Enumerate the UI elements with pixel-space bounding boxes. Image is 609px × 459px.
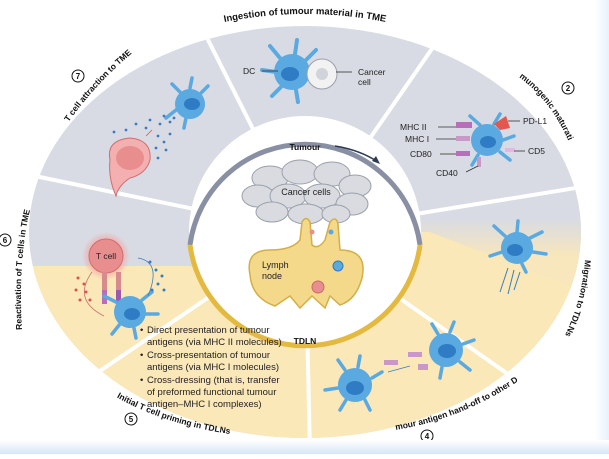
bullet-2-line-2: antigens (via MHC I molecules) (147, 362, 279, 373)
step-7-number: 7 (76, 72, 81, 81)
step-6-reactivation: T cell (74, 232, 166, 340)
lymph-node-dc (332, 260, 344, 272)
step-numbers: 2 4 5 6 7 (0, 69, 575, 443)
transferred-mhc-molecules (384, 352, 428, 370)
cytokine-arrow-red (83, 271, 105, 317)
mhc-i-molecule (456, 136, 470, 141)
step-3-migration (488, 219, 548, 295)
cancer-cell-label-line-2: cell (358, 77, 371, 87)
migrating-t-cell-icon (108, 137, 151, 198)
migration-arrows-icon (499, 267, 521, 295)
activating-dc-icon (102, 290, 160, 340)
t-cell-label: T cell (96, 251, 116, 261)
step-2-immunogenic-maturation: MHC II MHC I CD80 CD40 PD-L1 CD5 (400, 112, 547, 178)
step-7-t-cell-attraction (108, 76, 210, 198)
bullet-3-line-2: of preformed functional tumour (147, 387, 276, 398)
bullet-1-line-1: Direct presentation of tumour (147, 325, 270, 336)
step-5-number: 5 (129, 415, 134, 424)
blue-cytokine-dots (148, 260, 166, 292)
step-6-number: 6 (3, 236, 8, 245)
cd80-label: CD80 (410, 149, 432, 159)
mature-dc-icon (456, 112, 516, 167)
mhc-i-label: MHC I (405, 134, 429, 144)
step-7-number-badge: 7 (71, 69, 85, 83)
mhc-ii-molecule (456, 122, 472, 128)
attracting-dc-icon (164, 76, 210, 130)
step-5-initial-priming: • Direct presentation of tumour antigens… (140, 325, 284, 410)
cytokine-arrow-blue (137, 257, 154, 297)
bullet-marker: • (140, 325, 143, 336)
cancer-cell-label: Cancer cell (358, 67, 388, 87)
cd80-molecule (456, 151, 470, 156)
mhc-ii-label: MHC II (400, 122, 426, 132)
step-2-number: 2 (566, 84, 571, 93)
cancer-cells-label: Cancer cells (281, 187, 331, 197)
pd-l1-molecule (494, 116, 510, 130)
cancer-cell-label-text: Cancer (358, 67, 386, 77)
migrating-dc-icon (488, 219, 548, 274)
bottom-edge-gradient (0, 440, 609, 454)
cd5-label: CD5 (528, 146, 545, 156)
bullet-marker: • (140, 350, 143, 361)
step-1-ingestion: DC Cancer cell (243, 38, 388, 104)
red-cytokine-dots (74, 276, 92, 302)
bullet-marker: • (140, 375, 143, 386)
chemokine-dots (112, 114, 176, 160)
step-1-title: Ingestion of tumour material in TME (223, 6, 387, 25)
receiving-dc-icon (323, 354, 384, 412)
priming-bullet-list: • Direct presentation of tumour antigens… (140, 325, 284, 410)
cd40-molecule (477, 157, 481, 167)
pd-l1-label: PD-L1 (523, 116, 547, 126)
arrow-head-icon (372, 156, 380, 164)
donor-dc-icon (429, 320, 476, 380)
dendritic-cell-icon (260, 38, 318, 104)
step-2-number-badge: 2 (561, 81, 575, 95)
lymph-node-tcell (311, 280, 325, 294)
right-edge-gradient (595, 0, 609, 454)
lymph-node-label: Lymph (262, 260, 289, 270)
transfer-arrow (387, 365, 411, 373)
bullet-1-line-2: antigens (via MHC II molecules) (147, 337, 282, 348)
cd5-molecule (505, 148, 515, 152)
tdln-label: TDLN (294, 336, 317, 346)
bullet-3-line-1: Cross-dressing (that is, transfer (147, 375, 280, 386)
segment-migration-gradient (305, 175, 581, 300)
bullet-2-line-1: Cross-presentation of tumour (147, 350, 270, 361)
tumour-label: Tumour (289, 142, 321, 152)
cancer-cells-cluster (241, 159, 372, 225)
tdln-ring-arc (187, 244, 423, 349)
step-4-antigen-hand-off (323, 320, 476, 412)
lymph-node-label-line-2: node (262, 271, 282, 281)
attraction-arrow (145, 129, 153, 137)
tumour-ring-arc (187, 141, 423, 246)
step-5-number-badge: 5 (124, 412, 138, 426)
cd40-label: CD40 (436, 168, 458, 178)
dc-label: DC (243, 66, 255, 76)
step-4-number: 4 (425, 432, 430, 441)
bullet-3-line-3: antigen–MHC I complexes) (147, 399, 262, 410)
lymph-node-illustration (248, 217, 364, 310)
cancer-cell-icon (306, 58, 338, 90)
step-6-number-badge: 6 (0, 233, 12, 247)
